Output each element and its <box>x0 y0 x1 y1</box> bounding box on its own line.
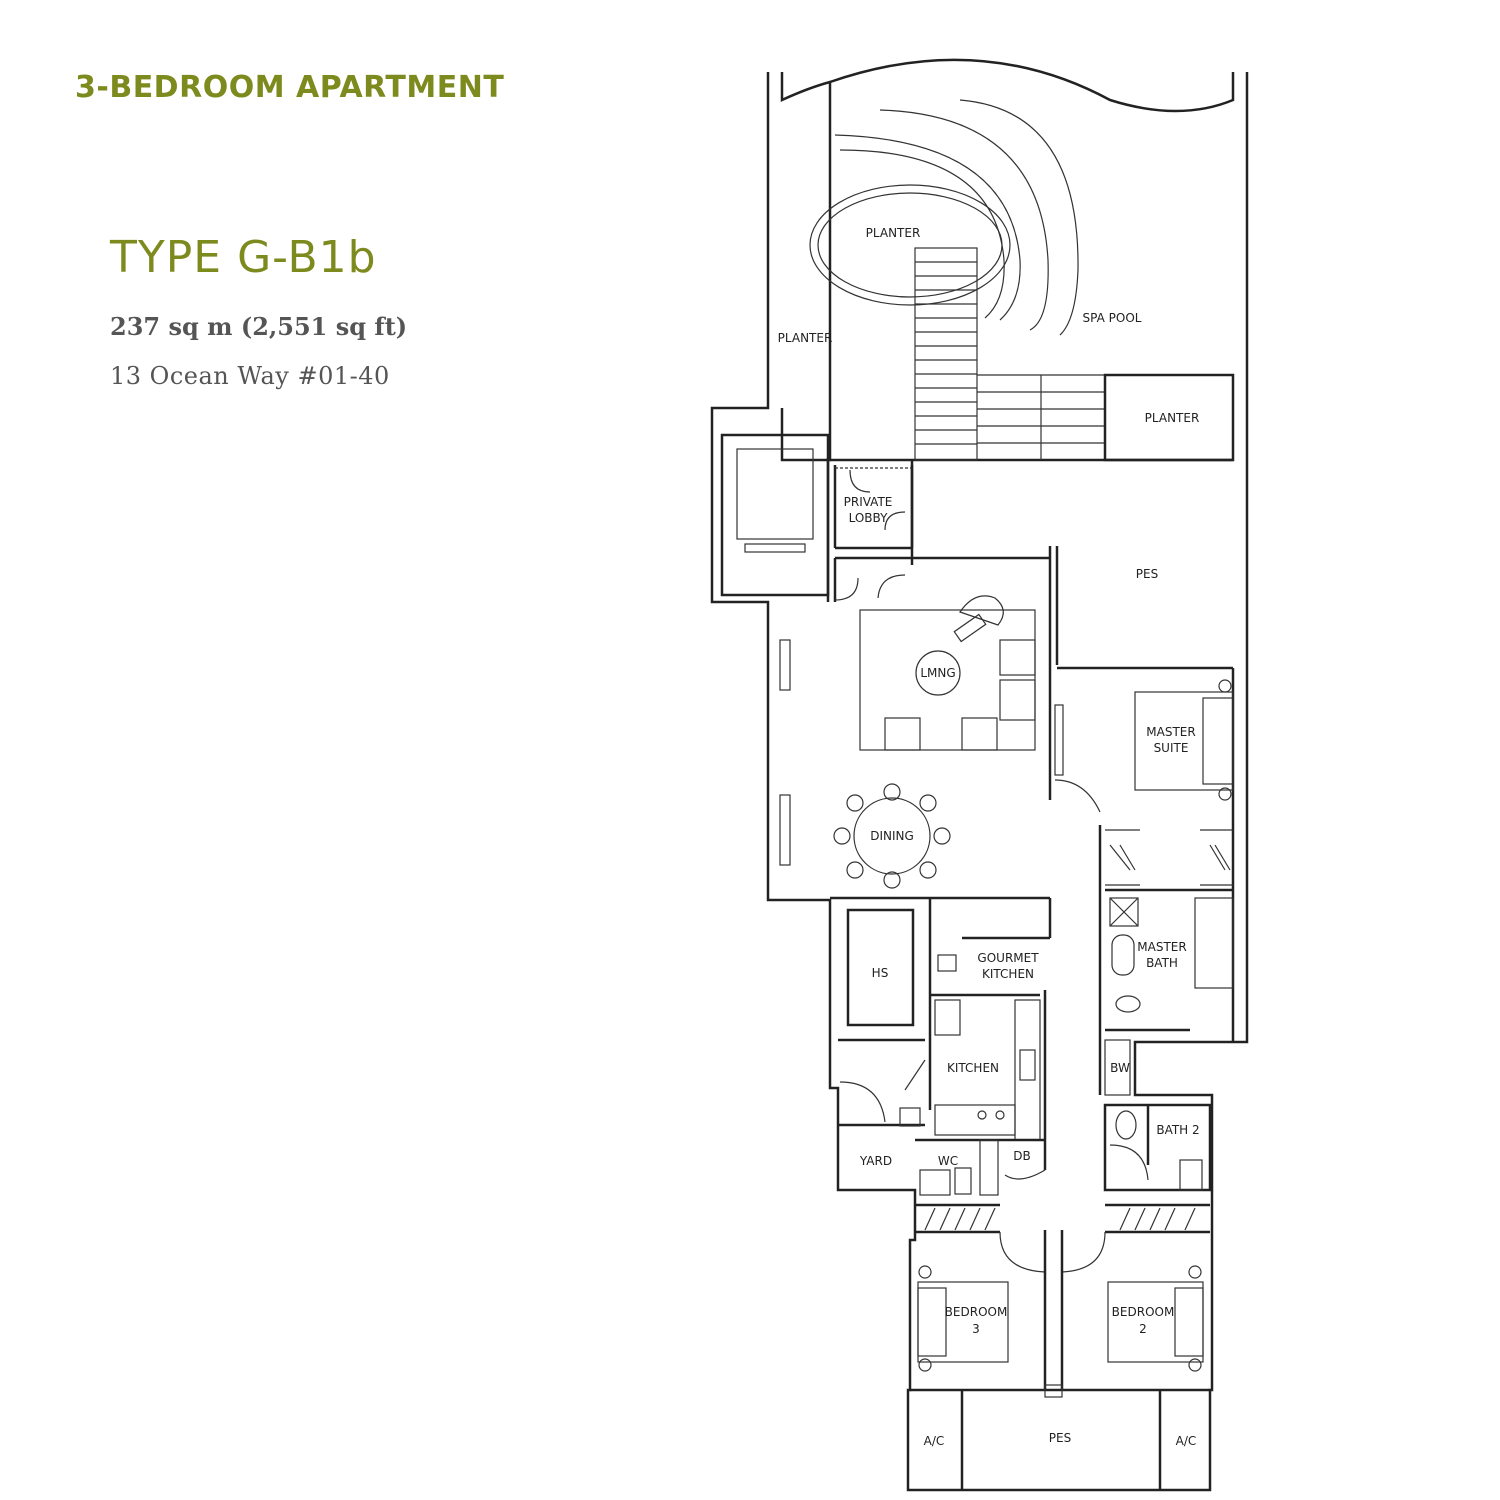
label-bedroom3-2: 3 <box>972 1322 980 1336</box>
label-master-suite-1: MASTER <box>1146 725 1195 739</box>
label-db: DB <box>1013 1149 1030 1163</box>
label-hs: HS <box>872 966 889 980</box>
label-bedroom2-2: 2 <box>1139 1322 1147 1336</box>
label-wc: WC <box>938 1154 958 1168</box>
label-dining: DINING <box>870 829 914 843</box>
label-master-bath-1: MASTER <box>1137 940 1186 954</box>
label-yard: YARD <box>859 1154 892 1168</box>
room-labels: PLANTER PLANTER SPA POOL PLANTER PRIVATE… <box>778 226 1200 1448</box>
label-ac-left: A/C <box>924 1434 945 1448</box>
unit-type-title: TYPE G-B1b <box>110 232 377 283</box>
outer-walls <box>710 58 1249 1492</box>
dining-table <box>833 783 951 889</box>
label-ac-right: A/C <box>1176 1434 1197 1448</box>
label-kitchen: KITCHEN <box>947 1061 999 1075</box>
unit-address: 13 Ocean Way #01-40 <box>110 362 390 390</box>
label-master-suite-2: SUITE <box>1154 741 1189 755</box>
label-bw: BW <box>1110 1061 1130 1075</box>
bottom-pes <box>960 1390 1162 1490</box>
lift-and-lobby <box>720 433 914 602</box>
label-private-lobby-2: LOBBY <box>849 511 889 525</box>
label-bath2: BATH 2 <box>1156 1123 1199 1137</box>
label-bedroom2-1: BEDROOM <box>1112 1305 1175 1319</box>
unit-area: 237 sq m (2,551 sq ft) <box>110 312 408 341</box>
kitchen-walls <box>830 896 1052 1170</box>
living-walls <box>779 460 1059 866</box>
label-gourmet-kitchen-2: KITCHEN <box>982 967 1034 981</box>
label-planter-top: PLANTER <box>866 226 921 240</box>
label-gourmet-kitchen-1: GOURMET <box>977 951 1039 965</box>
master-suite-walls <box>1054 666 1235 1095</box>
label-bedroom3-1: BEDROOM <box>945 1305 1008 1319</box>
label-pes-bottom: PES <box>1049 1431 1071 1445</box>
label-planter-left: PLANTER <box>778 331 833 345</box>
wardrobes <box>915 1203 1210 1273</box>
unit-category-title: 3-BEDROOM APARTMENT <box>75 70 505 105</box>
bedrooms <box>910 1230 1210 1398</box>
label-pes-top: PES <box>1136 567 1158 581</box>
label-private-lobby-1: PRIVATE <box>844 495 893 509</box>
label-master-bath-2: BATH <box>1146 956 1178 970</box>
spa-pool-area <box>809 99 1235 462</box>
wc-db <box>915 1138 1046 1196</box>
label-planter-right: PLANTER <box>1145 411 1200 425</box>
bath2 <box>1103 1039 1212 1192</box>
label-spa-pool: SPA POOL <box>1083 311 1142 325</box>
label-living: LMNG <box>920 666 955 680</box>
